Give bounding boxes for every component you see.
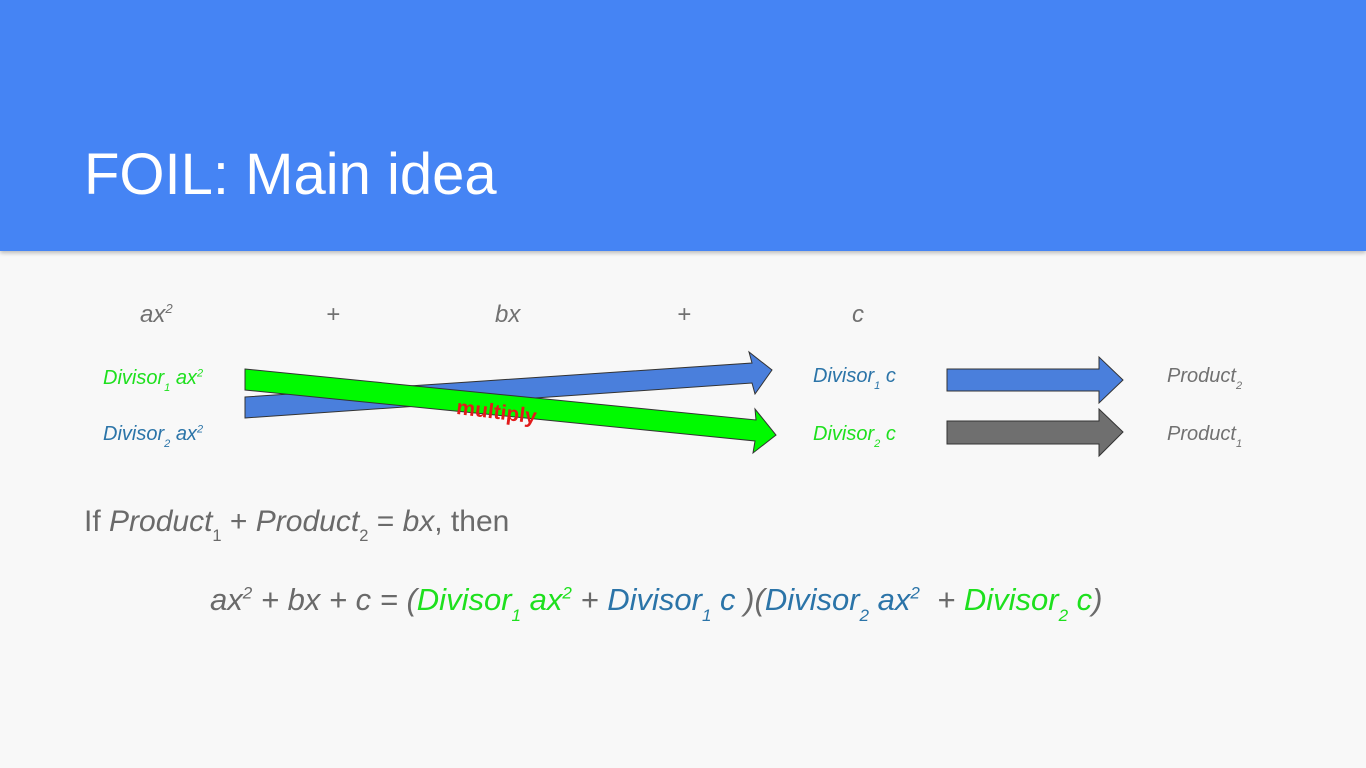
term-plus-2: + bbox=[677, 301, 692, 328]
condition-statement: If Product1 + Product2 = bx, then bbox=[84, 505, 510, 546]
blue-product-arrow bbox=[946, 355, 1124, 405]
divisor1-ax2-label: Divisor1 ax2 bbox=[103, 367, 204, 395]
term-ax2: ax2 bbox=[140, 301, 173, 328]
product1-label: Product1 bbox=[1167, 423, 1243, 451]
factored-formula: ax2 + bx + c = (Divisor1 ax2 + Divisor1 … bbox=[210, 582, 1103, 625]
gray-product-arrow bbox=[946, 407, 1124, 458]
divisor2-ax2-label: Divisor2 ax2 bbox=[103, 423, 204, 451]
term-bx: bx bbox=[495, 301, 521, 328]
product2-label: Product2 bbox=[1167, 365, 1243, 393]
slide-title: FOIL: Main idea bbox=[84, 142, 497, 207]
divisor1-c-label: Divisor1 c bbox=[813, 365, 896, 393]
term-c: c bbox=[852, 301, 864, 328]
term-plus-1: + bbox=[326, 301, 341, 328]
divisor2-c-label: Divisor2 c bbox=[813, 423, 896, 451]
multiply-label: multiply bbox=[455, 396, 538, 429]
title-bar: FOIL: Main idea bbox=[0, 0, 1366, 251]
